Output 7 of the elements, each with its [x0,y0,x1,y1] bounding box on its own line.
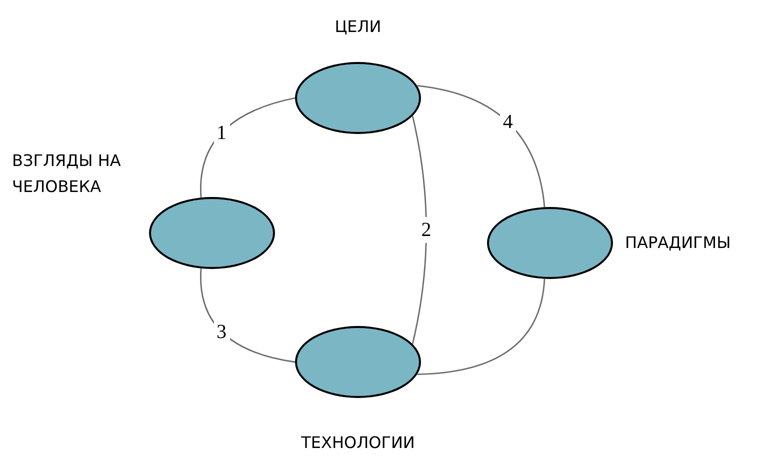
node-label: ТЕХНОЛОГИИ [300,432,416,454]
curved-connector [412,116,427,344]
curved-connector [417,85,546,208]
node-label: ЦЕЛИ [334,16,382,38]
node-label: ВЗГЛЯДЫ НА ЧЕЛОВЕКА [12,150,122,198]
node-label: ПАРАДИГМЫ [625,232,732,254]
curved-connector [417,278,546,376]
